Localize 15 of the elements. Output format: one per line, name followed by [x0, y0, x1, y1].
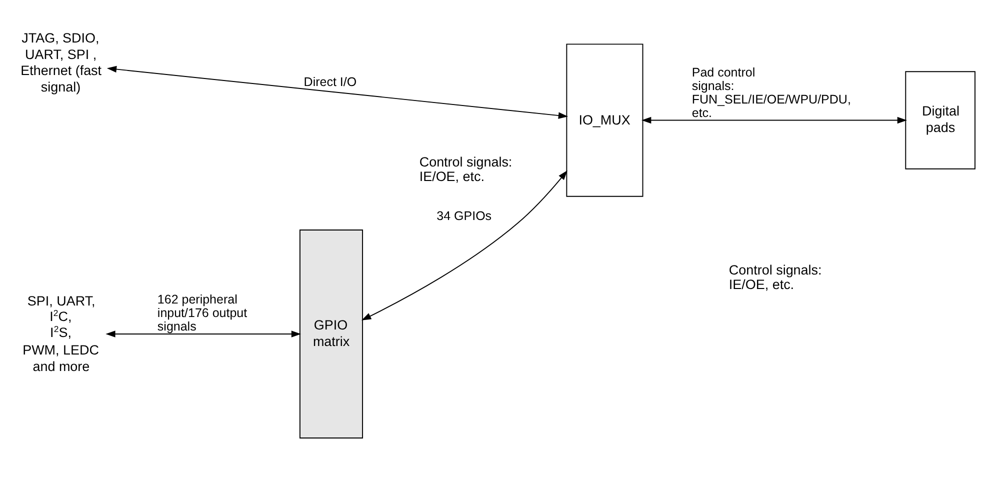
arrow: [106, 330, 302, 338]
edge-label: Pad control signals: FUN_SEL/IE/OE/WPU/PDU, etc.: [692, 65, 851, 120]
label: Control signals: IE/OE, etc.: [728, 262, 822, 292]
arrow: [361, 170, 568, 320]
edge-label: 34 GPIOs: [436, 208, 492, 223]
edge-label: Direct I/O: [304, 74, 357, 89]
label: Control signals: IE/OE, etc.: [419, 154, 512, 184]
node-text: JTAG, SDIO, UART, SPI , Ethernet (fast signal): [20, 30, 102, 95]
node-box: IO_MUX: [566, 44, 644, 197]
edge-label: 162 peripheral input/176 output signals: [157, 292, 248, 334]
node-text: SPI, UART, I$^{2}$C, I$^{2}$S, PWM, LEDC and more: [22, 293, 99, 374]
arrow: [642, 116, 907, 124]
arrow: [106, 66, 568, 119]
node-box: Digital pads: [905, 71, 976, 170]
node-box: GPIO matrix: [299, 230, 364, 439]
